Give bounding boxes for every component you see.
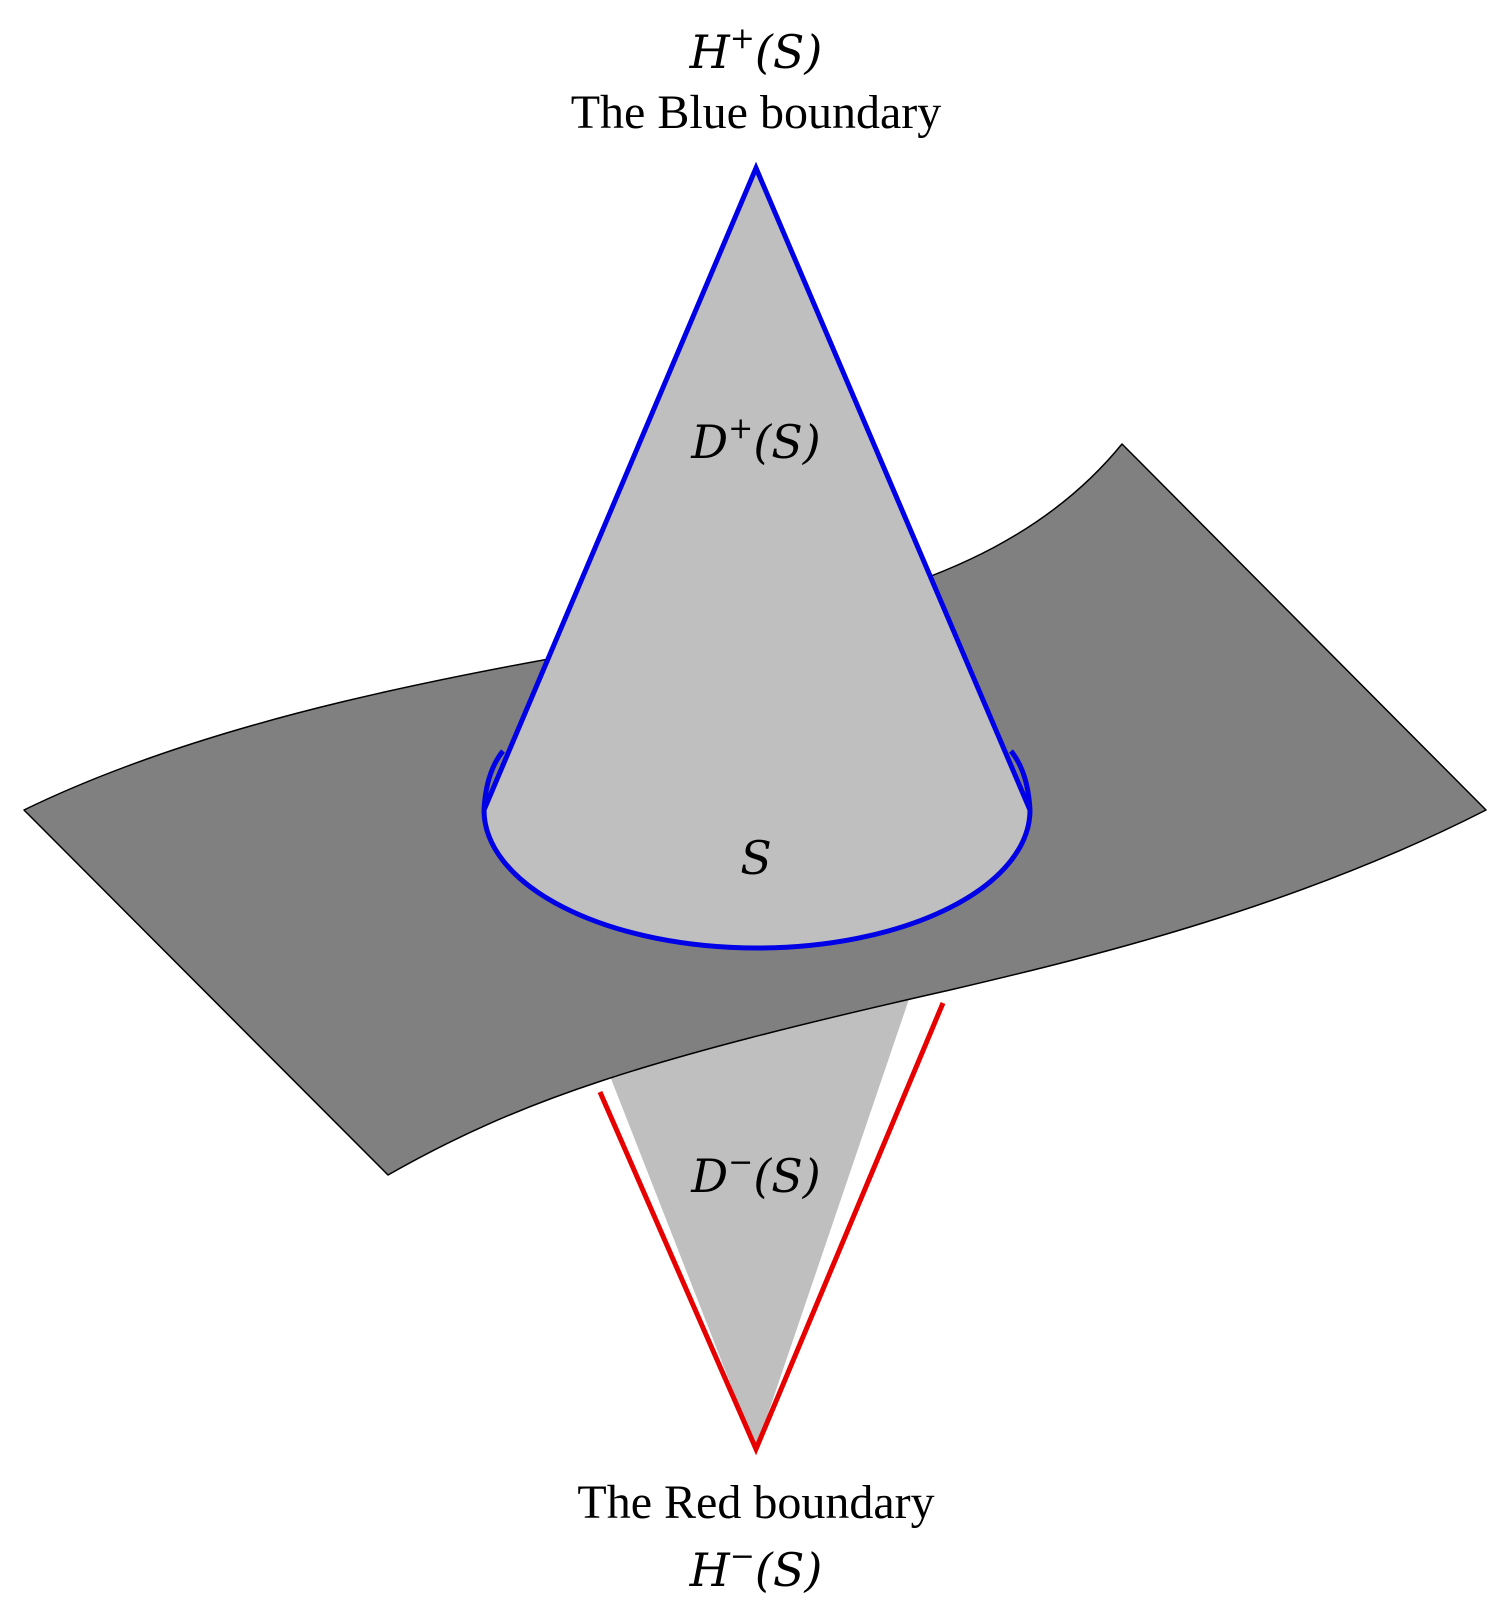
future-horizon-base: H <box>689 25 731 79</box>
future-horizon-arg: (S) <box>755 25 822 79</box>
past-horizon-label: H−(S) <box>689 1539 823 1597</box>
future-domain-arg: (S) <box>753 415 820 469</box>
future-horizon-sup: + <box>730 21 755 56</box>
future-domain-sup: + <box>728 411 753 446</box>
past-domain-sup: − <box>728 1145 753 1180</box>
future-domain-cone <box>484 168 1030 948</box>
ellipse-back-left-tip <box>481 749 505 811</box>
past-domain-label: D−(S) <box>690 1145 820 1203</box>
future-boundary-generators <box>481 161 1033 811</box>
blue-boundary-caption: The Blue boundary <box>571 86 942 139</box>
surface-label: S <box>740 831 772 885</box>
past-boundary-line <box>597 1002 946 1456</box>
past-domain-arg: (S) <box>753 1149 820 1203</box>
past-horizon-sup: − <box>730 1539 755 1574</box>
future-domain-base: D <box>690 415 728 469</box>
future-domain-label: D+(S) <box>690 411 820 469</box>
past-horizon-arg: (S) <box>755 1543 822 1597</box>
ellipse-back-right-tip <box>1009 749 1033 811</box>
future-horizon-label: H+(S) <box>689 21 823 79</box>
past-domain-base: D <box>690 1149 728 1203</box>
surface-edge-ellipse <box>481 809 1033 951</box>
red-boundary-caption: The Red boundary <box>577 1476 934 1529</box>
past-horizon-base: H <box>689 1543 731 1597</box>
